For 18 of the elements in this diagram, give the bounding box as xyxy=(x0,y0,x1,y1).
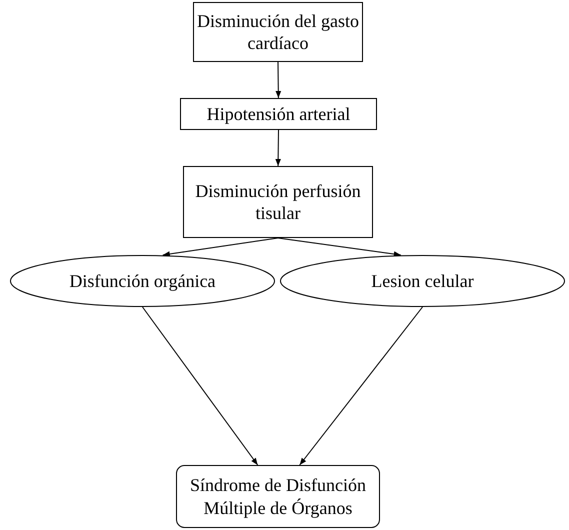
process-box xyxy=(193,2,363,62)
arrow xyxy=(299,306,423,466)
node-label: Disfunción orgánica xyxy=(68,270,217,292)
arrow xyxy=(162,238,278,257)
arrow xyxy=(276,62,282,98)
arrow xyxy=(142,306,258,466)
node-label: Hipotensión arterial xyxy=(206,102,352,126)
node-label: Disminución del gasto cardíaco xyxy=(196,10,360,54)
arrow xyxy=(278,238,402,257)
node-label: Lesion celular xyxy=(370,270,475,292)
process-box xyxy=(183,166,373,238)
ellipse-node xyxy=(280,255,565,307)
rounded-box xyxy=(176,465,380,528)
node-label: Síndrome de Disfunción Múltiple de Órganos xyxy=(189,474,367,519)
ellipse-node xyxy=(10,255,275,307)
node-label: Disminución perfusión tisular xyxy=(194,180,362,224)
process-box xyxy=(180,98,377,130)
arrow xyxy=(275,130,281,166)
